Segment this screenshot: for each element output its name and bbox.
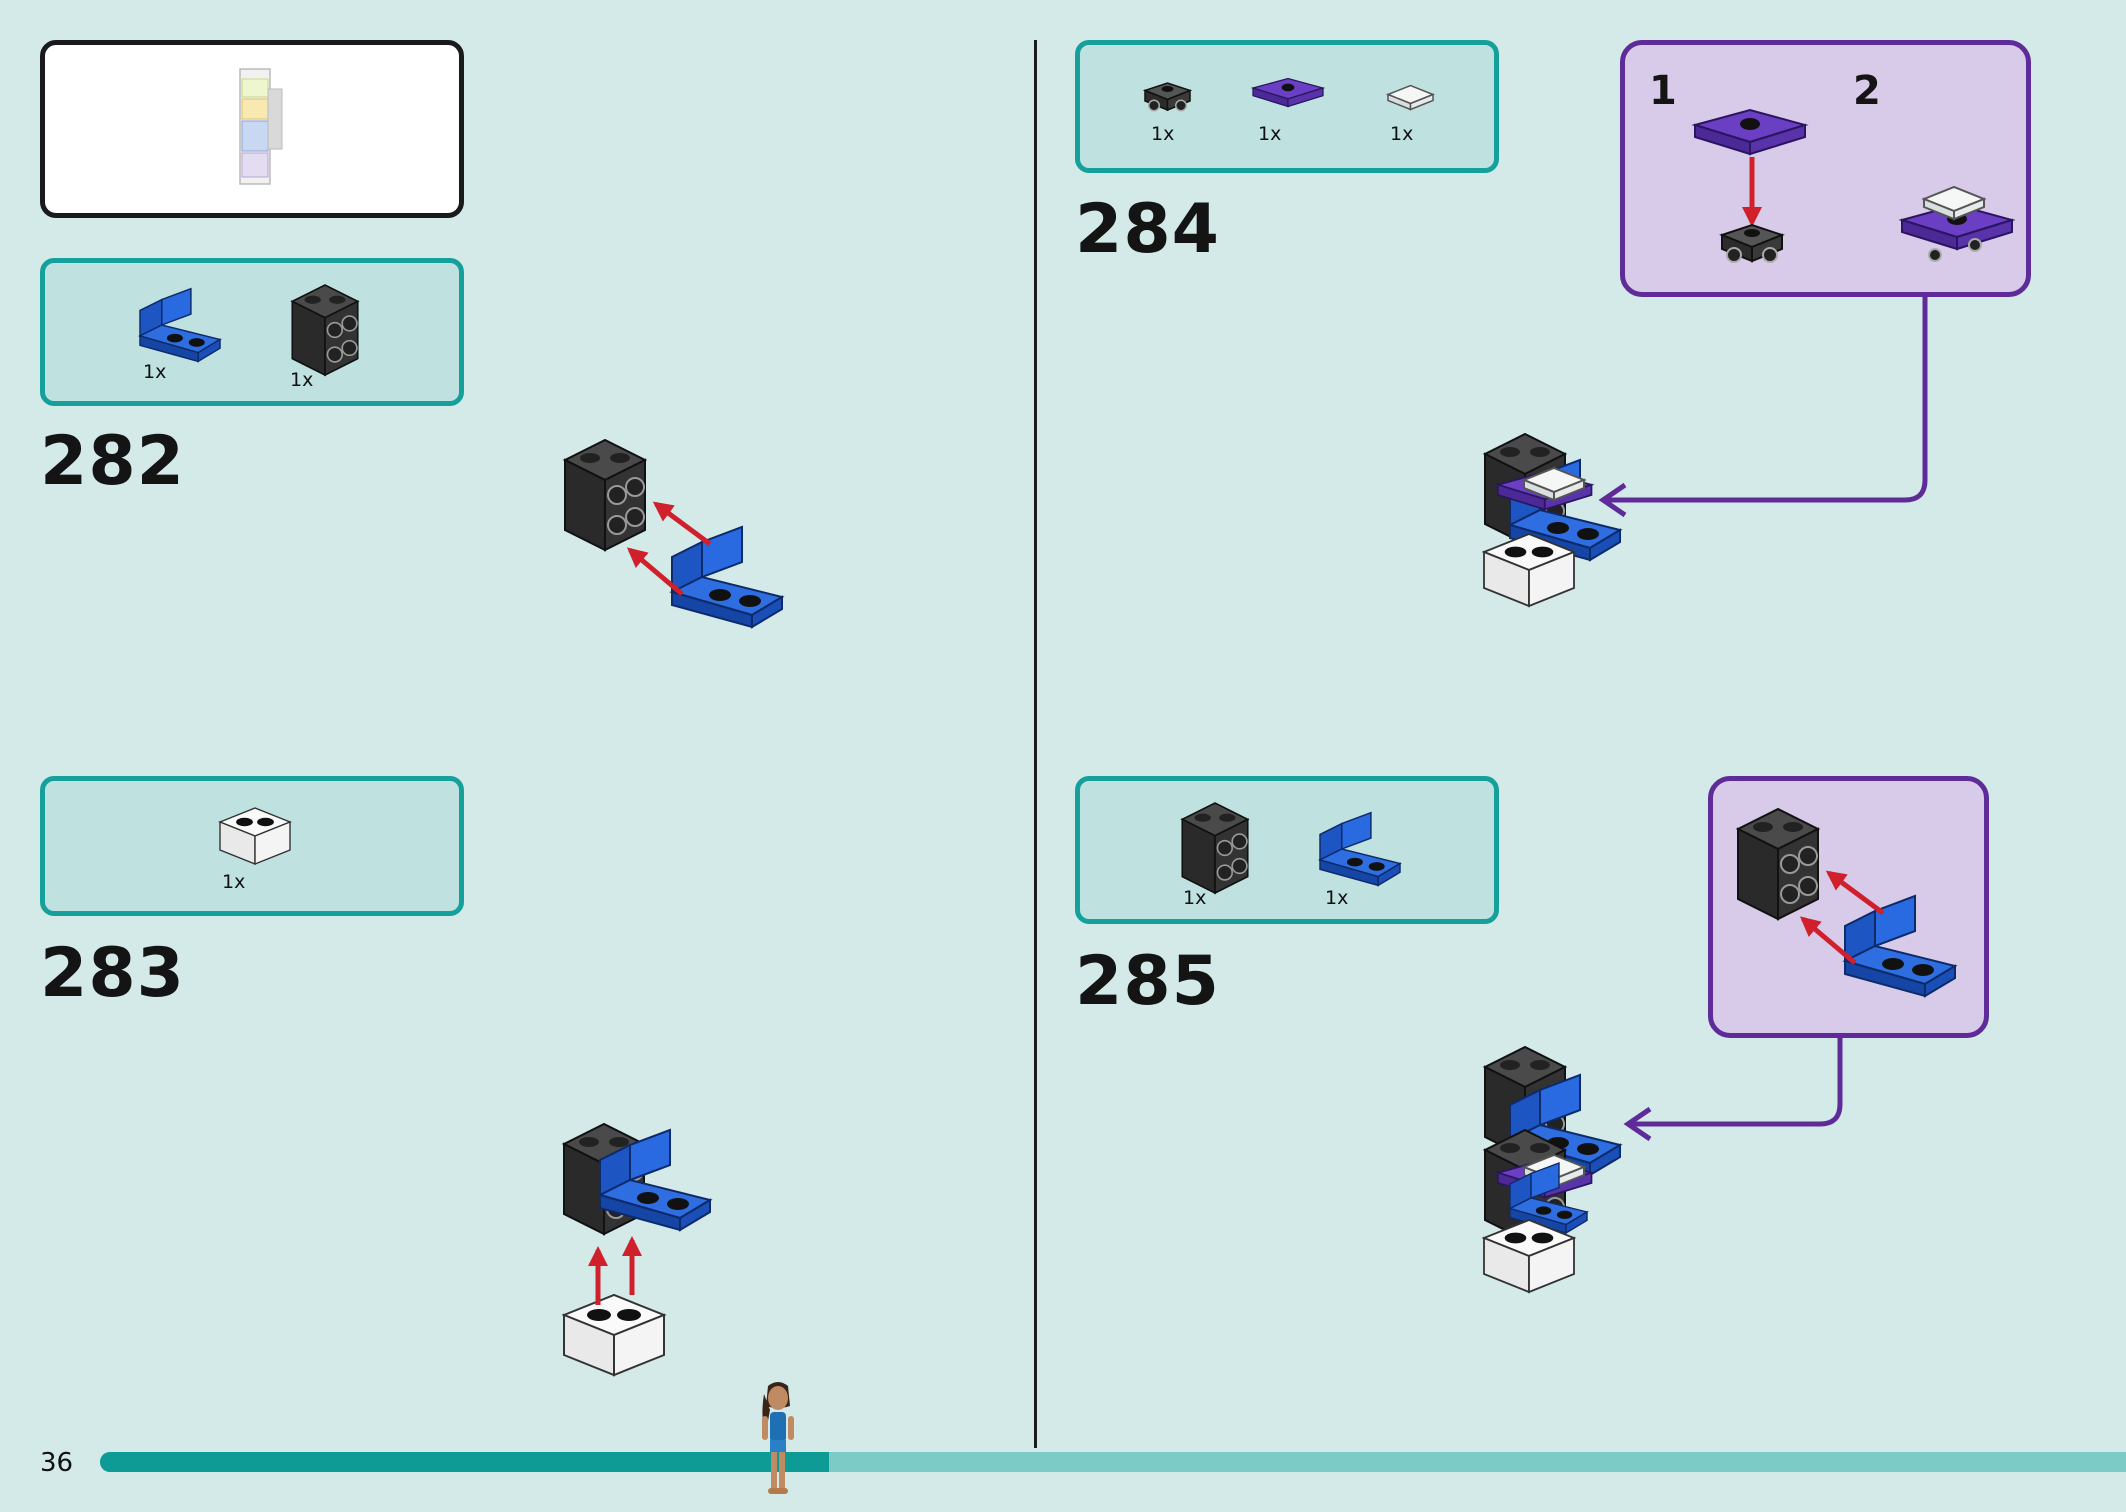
callout-connector-284 [1598, 295, 1928, 518]
blue-bracket-icon [139, 287, 221, 363]
step-285-assembly [1483, 1046, 1621, 1293]
step-number-283: 283 [40, 934, 185, 1013]
page-divider [1034, 40, 1037, 1448]
step-number-282: 282 [40, 422, 185, 501]
step-number-285: 285 [1075, 942, 1220, 1021]
parts-list-284: 1x 1x 1x [1075, 40, 1499, 173]
purple-plate-icon [1252, 77, 1324, 108]
wheel-holder-icon [1144, 82, 1191, 112]
progress-bar [100, 1452, 2126, 1472]
subassembly-284: 1 2 [1620, 40, 2031, 297]
sub-step-1: 1 [1649, 68, 1677, 114]
black-brick-icon [291, 284, 359, 376]
clear-tile-icon [1387, 84, 1434, 111]
subassembly-285 [1708, 776, 1989, 1038]
part-qty: 1x [222, 871, 246, 893]
part-qty: 1x [143, 361, 167, 383]
sub-assembly-285 [1737, 808, 1956, 997]
sub-step-2-assembly [1901, 186, 2013, 262]
part-qty: 1x [1258, 123, 1282, 145]
sub-step-1-assembly [1694, 109, 1806, 263]
part-qty: 1x [1390, 123, 1414, 145]
blue-bracket-icon [1319, 811, 1401, 887]
black-brick-icon [1181, 802, 1249, 894]
part-qty: 1x [1151, 123, 1175, 145]
callout-connector-285 [1623, 1036, 1843, 1142]
step-282-assembly [564, 439, 783, 628]
model-overview-image [239, 68, 283, 185]
parts-list-285: 1x 1x [1075, 776, 1499, 924]
parts-list-283: 1x [40, 776, 464, 916]
model-overview-box [40, 40, 464, 218]
parts-list-282: 1x 1x [40, 258, 464, 406]
minidoll-figure [762, 1382, 794, 1494]
page-number: 36 [40, 1448, 74, 1478]
white-brick-icon [219, 807, 291, 865]
sub-step-2: 2 [1853, 68, 1881, 114]
progress-bar-fill [100, 1452, 830, 1472]
step-number-284: 284 [1075, 190, 1220, 269]
step-283-assembly [563, 1123, 711, 1376]
part-qty: 1x [290, 369, 314, 391]
part-qty: 1x [1183, 887, 1207, 909]
step-284-assembly [1483, 433, 1621, 607]
part-qty: 1x [1325, 887, 1349, 909]
